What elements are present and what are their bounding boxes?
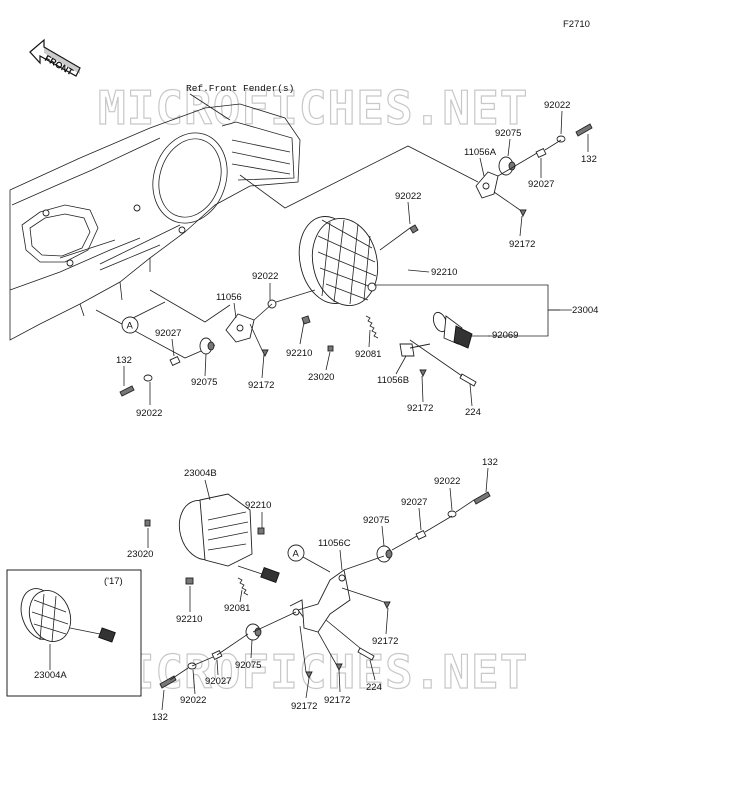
label-92210: 92210 [176, 614, 202, 625]
ref-marker-a-top-label: A [127, 321, 134, 332]
ref-marker-a-top [121, 316, 139, 334]
label-224: 224 [465, 407, 481, 418]
front-fender [9, 103, 301, 341]
label-92022: 92022 [136, 408, 162, 419]
ref-front-fender-label: Ref.Front Fender(s) [186, 83, 294, 94]
label-23004b: 23004B [184, 468, 217, 479]
label-92081: 92081 [224, 603, 250, 614]
label-92210: 92210 [245, 500, 271, 511]
front-arrow-icon: FRONT [29, 38, 81, 77]
spring-92081-top [365, 315, 379, 339]
label-92172: 92172 [291, 701, 317, 712]
label-132: 132 [116, 355, 132, 366]
label-11056: 11056 [216, 292, 242, 303]
inset-2017-variant: ('17) 23004A [6, 569, 142, 697]
label-23020: 23020 [308, 372, 334, 383]
label-92172: 92172 [248, 380, 274, 391]
label-92027: 92027 [528, 179, 554, 190]
label-92075: 92075 [191, 377, 217, 388]
top-part-labels: 92022 92075 11056A 132 92027 92172 92022… [116, 100, 598, 419]
watermark-top: MICROFICHES.NET [98, 81, 528, 135]
label-92022: 92022 [544, 100, 570, 111]
headlight-unit-23004 [298, 216, 379, 306]
label-132: 132 [152, 712, 168, 723]
label-92022: 92022 [434, 476, 460, 487]
watermark-bottom: MICROFICHES.NET [98, 645, 528, 699]
label-92027: 92027 [401, 497, 427, 508]
label-23004: 23004 [572, 305, 598, 316]
label-92022: 92022 [395, 191, 421, 202]
collar-92075-top [498, 156, 516, 176]
label-92069: 92069 [492, 330, 518, 341]
label-11056c: 11056C [318, 538, 351, 549]
bulb-92069 [432, 311, 473, 349]
label-92172: 92172 [324, 695, 350, 706]
label-92081: 92081 [355, 349, 381, 360]
figure-code: F2710 [563, 19, 590, 30]
label-92027: 92027 [155, 328, 181, 339]
label-23020: 23020 [127, 549, 153, 560]
label-132: 132 [581, 154, 597, 165]
label-92210: 92210 [286, 348, 312, 359]
label-92022: 92022 [180, 695, 206, 706]
bracket-11056b [399, 343, 431, 357]
bracket-11056c [289, 569, 351, 633]
label-92172: 92172 [407, 403, 433, 414]
label-92210: 92210 [431, 267, 457, 278]
label-11056b: 11056B [377, 375, 409, 386]
label-92022: 92022 [252, 271, 278, 282]
label-23004a: 23004A [34, 670, 67, 681]
bottom-part-labels: 23004B 92210 23020 92210 92081 132 92022… [127, 457, 498, 723]
year-note: ('17) [104, 576, 123, 587]
spring-92081-bottom [237, 577, 249, 596]
label-224: 224 [366, 682, 382, 693]
label-92075: 92075 [363, 515, 389, 526]
label-92027: 92027 [205, 676, 231, 687]
ref-marker-a-bottom-label: A [293, 549, 300, 560]
headlight-unit-23004b [178, 493, 280, 584]
label-132: 132 [482, 457, 498, 468]
label-92075: 92075 [495, 128, 521, 139]
label-11056a: 11056A [464, 147, 497, 158]
ref-marker-a-bottom [287, 544, 305, 562]
label-92172: 92172 [509, 239, 535, 250]
label-92075: 92075 [235, 660, 261, 671]
label-92172: 92172 [372, 636, 398, 647]
